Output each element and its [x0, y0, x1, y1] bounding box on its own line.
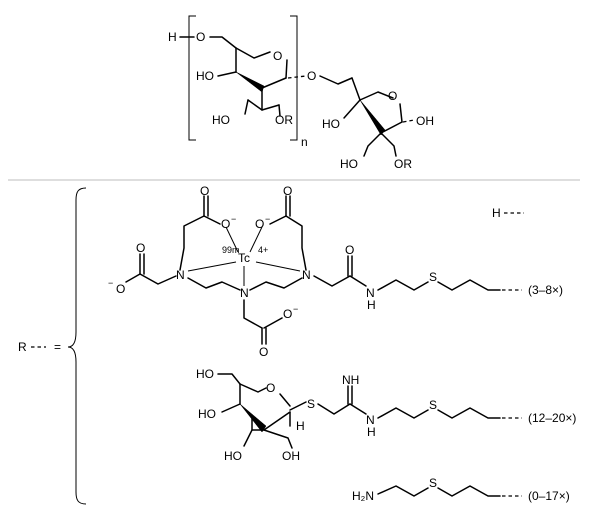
glyco-ho-top: HO	[196, 367, 214, 381]
amine-sulfur: S	[429, 476, 437, 490]
terminal-h: H	[168, 30, 177, 44]
ring2-anomeric-oh: OH	[416, 114, 434, 128]
r-definition: R =	[18, 187, 87, 505]
ring2-ho-lower: HO	[340, 157, 358, 171]
glyco-oh-bottom: OH	[282, 449, 300, 463]
equals-sign: =	[54, 340, 61, 354]
glyco-ho-mid: HO	[198, 407, 216, 421]
repeat-bracket-right	[290, 15, 298, 141]
glyco-note: (12–20×)	[528, 411, 576, 425]
glyco-sulfur-1: S	[307, 397, 315, 411]
amide-nh-h: H	[367, 298, 376, 312]
chelate-minus-4: −	[293, 304, 298, 314]
curly-brace	[67, 187, 87, 505]
chelate-ominus-left: O	[116, 282, 125, 296]
chelate-n-left: N	[176, 268, 185, 282]
glycosidic-oxygen: O	[307, 69, 316, 83]
amine-label: H₂N	[352, 489, 374, 503]
chelate-n-right: N	[302, 268, 311, 282]
amidine-h: H	[367, 425, 376, 439]
chelate-note: (3–8×)	[528, 283, 563, 297]
r-label: R	[18, 340, 27, 354]
glyco-sulfur-2: S	[429, 398, 437, 412]
chelate-ominus-bottom: O	[283, 307, 292, 321]
polysaccharide-structure: H O n O HO HO OR O O OH	[168, 15, 434, 171]
chelate-o-top-left: O	[200, 184, 209, 198]
chelate-sulfur: S	[429, 270, 437, 284]
technetium: Tc	[238, 251, 250, 265]
chelate-o-bottom: O	[259, 345, 268, 359]
chelate-minus-3: −	[108, 278, 113, 288]
ring2-or: OR	[394, 157, 412, 171]
glyco-ho-bottom: HO	[224, 449, 242, 463]
chelate-minus-1: −	[231, 214, 236, 224]
substituent-amine: H₂N S (0–17×)	[352, 476, 570, 503]
amidine-n: N	[366, 413, 375, 427]
ring2-oxygen: O	[388, 89, 397, 103]
chelate-n-center: N	[240, 286, 249, 300]
repeat-count-n: n	[301, 135, 308, 149]
repeat-bracket-left	[188, 15, 196, 141]
ring1-ho-lower: HO	[212, 113, 230, 127]
terminal-o: O	[196, 30, 205, 44]
glyco-ring-oxygen: O	[266, 381, 275, 395]
chelate-ominus-top-left: O	[221, 217, 230, 231]
glyco-anomeric-h: H	[296, 419, 305, 433]
substituent-h: H	[492, 206, 524, 220]
chelate-o-left: O	[136, 241, 145, 255]
charge-4plus: 4+	[258, 245, 268, 255]
chelate-ominus-top-right: O	[255, 217, 264, 231]
ring1-ho: HO	[196, 69, 214, 83]
chelate-minus-2: −	[265, 214, 270, 224]
amide-nh-n: N	[366, 286, 375, 300]
substituent-tc-chelate: O O − O O − 99m Tc 4+ N N N O O	[108, 184, 563, 359]
ring1-oxygen: O	[273, 49, 282, 63]
isotope-99m: 99m	[222, 245, 240, 255]
chelate-o-top-right: O	[283, 184, 292, 198]
substituent-h-label: H	[492, 206, 501, 220]
amine-note: (0–17×)	[528, 489, 570, 503]
substituent-glyco: HO O HO HO OH H S NH N H S (12–20×)	[196, 367, 576, 463]
ring1-or: OR	[275, 113, 293, 127]
ring2-ho: HO	[322, 117, 340, 131]
amidine-nh-top: NH	[342, 373, 359, 387]
amide-oxygen: O	[345, 243, 354, 257]
